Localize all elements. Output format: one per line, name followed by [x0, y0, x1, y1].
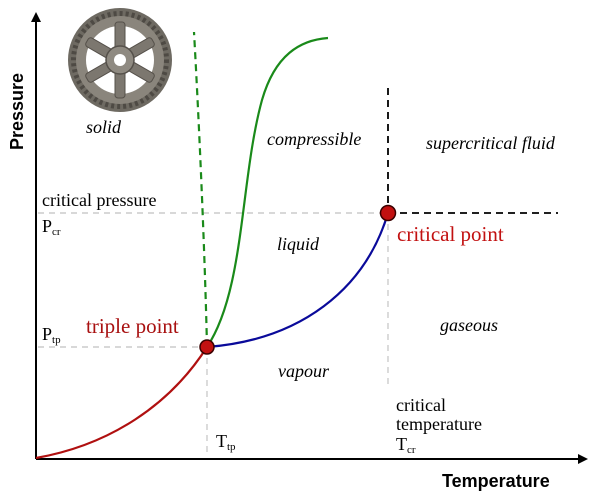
- p-cr-label: Pcr: [42, 216, 61, 238]
- triple-point-label: triple point: [86, 314, 179, 338]
- region-vapour: vapour: [278, 361, 330, 381]
- critical-point-marker: [379, 204, 397, 222]
- critical-temperature-label-line1: critical: [396, 395, 446, 415]
- melting-curve-compressible: [206, 36, 329, 348]
- sublimation-curve: [35, 346, 208, 460]
- gear-icon: [68, 8, 172, 112]
- region-supercritical: supercritical fluid: [426, 133, 556, 153]
- t-cr-label: Tcr: [396, 434, 416, 456]
- guide-lines: [38, 212, 389, 456]
- region-liquid: liquid: [277, 234, 320, 254]
- critical-temperature-label-line2: temperature: [396, 414, 482, 434]
- critical-pressure-label: critical pressure: [42, 190, 156, 210]
- vaporization-curve: [206, 212, 390, 349]
- supercritical-boundaries: [387, 88, 558, 214]
- t-tp-label: Ttp: [216, 431, 236, 453]
- region-gaseous: gaseous: [440, 315, 498, 335]
- region-solid: solid: [86, 117, 122, 137]
- melting-curve-anomalous: [192, 31, 209, 348]
- y-axis-title: Pressure: [7, 73, 27, 150]
- critical-point-label: critical point: [397, 222, 504, 246]
- triple-point-marker: [199, 339, 215, 355]
- p-tp-label: Ptp: [42, 324, 61, 346]
- x-axis-title: Temperature: [442, 471, 550, 491]
- region-compressible: compressible: [267, 129, 361, 149]
